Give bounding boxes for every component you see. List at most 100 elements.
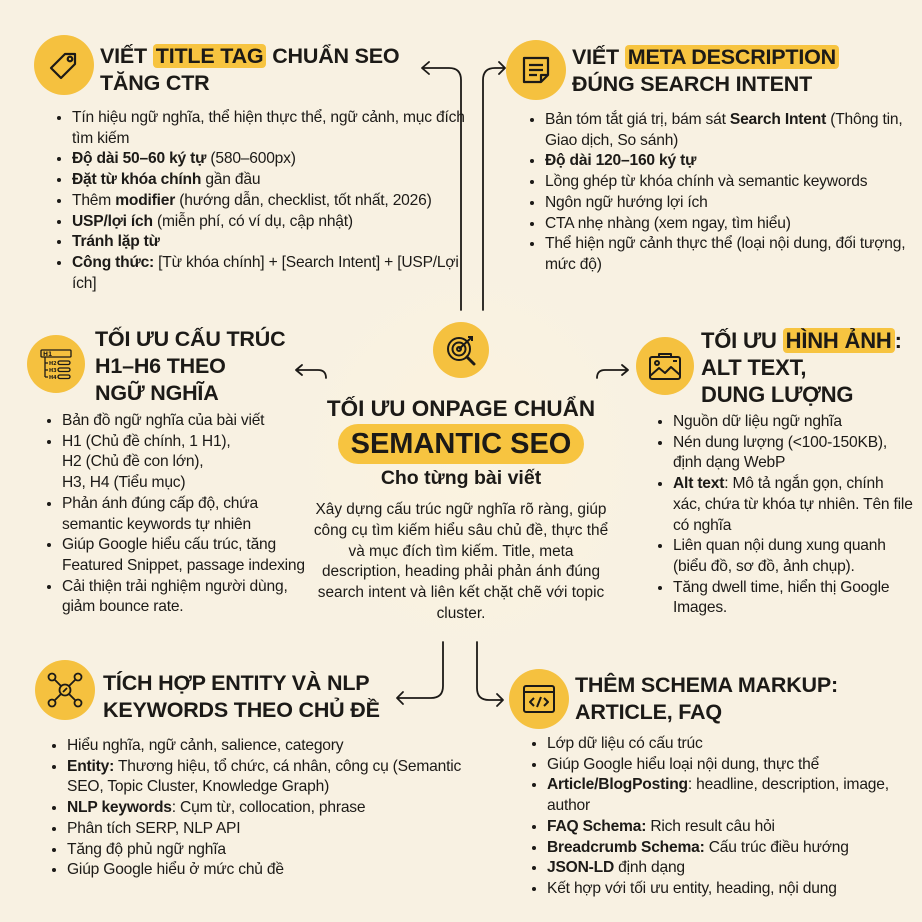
- bullet-text: Giúp Google hiểu loại nội dung, thực thể: [547, 755, 820, 773]
- document-note-icon: [506, 40, 566, 100]
- bullet-item: Thể hiện ngữ cảnh thực thể (loại nội dun…: [545, 234, 922, 275]
- bullet-item: Bản đồ ngữ nghĩa của bài viết: [62, 411, 322, 432]
- bullet-text: : Mô tả ngắn gọn, chính xác, chứa từ khó…: [673, 475, 913, 534]
- headings-heading: TỐI ƯU CẤU TRÚC H1–H6 THEO NGỮ NGHĨA: [95, 327, 286, 405]
- bullet-bold-text: Breadcrumb Schema:: [547, 838, 705, 856]
- bullet-text: Tăng độ phủ ngữ nghĩa: [67, 840, 226, 858]
- bullet-item: Ngôn ngữ hướng lợi ích: [545, 193, 922, 214]
- bullet-text: : headline, description, image, author: [547, 776, 889, 815]
- bullet-text: Lồng ghép từ khóa chính và semantic keyw…: [545, 173, 868, 191]
- bullet-item: Tín hiệu ngữ nghĩa, thể hiện thực thể, n…: [72, 108, 482, 149]
- bullet-item: Cải thiện trải nghiệm người dùng, giảm b…: [62, 577, 322, 618]
- svg-text:H4: H4: [49, 375, 57, 381]
- bullet-bold-text: Công thức:: [72, 253, 155, 271]
- bullet-text: CTA nhẹ nhàng (xem ngay, tìm hiểu): [545, 214, 791, 232]
- svg-text:H1: H1: [43, 351, 52, 358]
- bullet-text: Cấu trúc điều hướng: [704, 838, 849, 856]
- bullet-item: Article/BlogPosting: headline, descripti…: [547, 775, 922, 816]
- bullet-item: Kết hợp với tối ưu entity, heading, nội …: [547, 879, 922, 900]
- bullet-text: Giúp Google hiểu ở mức chủ đề: [67, 861, 284, 879]
- images-heading: TỐI ƯU HÌNH ẢNH: ALT TEXT, DUNG LƯỢNG: [701, 328, 902, 407]
- bullet-item: Nén dung lượng (<100-150KB), định dạng W…: [673, 433, 913, 474]
- main-subtitle: Cho từng bài viết: [380, 467, 542, 489]
- arrow-to-entity: [396, 641, 444, 705]
- schema-bullets: Lớp dữ liệu có cấu trúcGiúp Google hiểu …: [525, 734, 922, 900]
- bullet-bold-text: NLP keywords: [67, 799, 172, 817]
- images-bullets: Nguồn dữ liệu ngữ nghĩaNén dung lượng (<…: [651, 412, 913, 619]
- bullet-text: Thể hiện ngữ cảnh thực thể (loại nội dun…: [545, 235, 906, 273]
- bullet-item: Hiểu nghĩa, ngữ cảnh, salience, category: [67, 736, 487, 757]
- price-tag-icon: [34, 35, 94, 95]
- arrow-to-meta-description: [482, 61, 506, 311]
- bullet-item: Entity: Thương hiệu, tổ chức, cá nhân, c…: [67, 757, 487, 798]
- bullet-text: Kết hợp với tối ưu entity, heading, nội …: [547, 879, 837, 897]
- bullet-item: CTA nhẹ nhàng (xem ngay, tìm hiểu): [545, 214, 922, 235]
- bullet-text: định dạng: [614, 859, 685, 877]
- bullet-item: Độ dài 50–60 ký tự (580–600px): [72, 149, 482, 170]
- bullet-item: Công thức: [Từ khóa chính] + [Search Int…: [72, 253, 482, 294]
- meta-description-heading: VIẾT META DESCRIPTION ĐÚNG SEARCH INTENT: [572, 44, 839, 98]
- bullet-bold-text: Đặt từ khóa chính: [72, 171, 202, 189]
- bullet-item: Breadcrumb Schema: Cấu trúc điều hướng: [547, 838, 922, 859]
- bullet-text: Liên quan nội dung xung quanh (biểu đồ, …: [673, 537, 886, 575]
- bullet-bold-text: Entity:: [67, 757, 115, 775]
- main-title: TỐI ƯU ONPAGE CHUẨN: [326, 396, 596, 421]
- bullet-item: Độ dài 120–160 ký tự: [545, 151, 922, 172]
- svg-text:H2: H2: [49, 361, 57, 367]
- bullet-text: H1 (Chủ đề chính, 1 H1), H2 (Chủ đề con …: [62, 432, 231, 492]
- bullet-bold-text: USP/lợi ích: [72, 212, 153, 230]
- bullet-bold-text: JSON-LD: [547, 859, 615, 877]
- bullet-bold-text: Article/BlogPosting: [547, 776, 688, 794]
- svg-text:H3: H3: [49, 368, 57, 374]
- bullet-text: Phản ánh đúng cấp độ, chứa semantic keyw…: [62, 494, 258, 533]
- bullet-item: Alt text: Mô tả ngắn gọn, chính xác, chứ…: [673, 474, 913, 536]
- bullet-bold-text: Độ dài 50–60 ký tự: [72, 150, 207, 168]
- image-picture-icon: [636, 337, 694, 395]
- meta-description-bullets: Bản tóm tắt giá trị, bám sát Search Inte…: [523, 110, 922, 276]
- arrow-to-images: [596, 364, 629, 379]
- bullet-text: Hiểu nghĩa, ngữ cảnh, salience, category: [67, 737, 344, 754]
- bullet-text: (Thông tin, Giao dịch, So sánh): [545, 111, 903, 149]
- entity-bullets: Hiểu nghĩa, ngữ cảnh, salience, category…: [45, 736, 487, 881]
- arrow-to-schema: [476, 641, 504, 707]
- bullet-item: Thêm modifier (hướng dẫn, checklist, tốt…: [72, 191, 482, 212]
- bullet-text: Tín hiệu ngữ nghĩa, thể hiện thực thể, n…: [72, 109, 465, 147]
- bullet-item: Tránh lặp từ: [72, 232, 482, 253]
- entity-network-icon: [35, 660, 95, 720]
- title-tag-bullets: Tín hiệu ngữ nghĩa, thể hiện thực thể, n…: [50, 108, 482, 294]
- bullet-text: Nguồn dữ liệu ngữ nghĩa: [673, 413, 842, 430]
- bullet-item: Lồng ghép từ khóa chính và semantic keyw…: [545, 172, 922, 193]
- bullet-bold-text: Alt text: [673, 475, 725, 493]
- bullet-bold-text: FAQ Schema:: [547, 817, 647, 835]
- bullet-text: Lớp dữ liệu có cấu trúc: [547, 735, 703, 752]
- bullet-item: FAQ Schema: Rich result câu hỏi: [547, 817, 922, 838]
- bullet-item: USP/lợi ích (miễn phí, có ví dụ, cập nhậ…: [72, 212, 482, 233]
- bullet-text: Nén dung lượng (<100-150KB), định dạng W…: [673, 433, 888, 472]
- bullet-text: Cải thiện trải nghiệm người dùng, giảm b…: [62, 577, 288, 616]
- bullet-item: Đặt từ khóa chính gần đầu: [72, 170, 482, 191]
- arrow-to-headings: [295, 364, 327, 379]
- bullet-text: Ngôn ngữ hướng lợi ích: [545, 193, 708, 211]
- bullet-text: Phân tích SERP, NLP API: [67, 819, 241, 837]
- bullet-text: Bản đồ ngữ nghĩa của bài viết: [62, 412, 265, 429]
- bullet-text: gần đầu: [201, 171, 261, 189]
- bullet-item: Tăng độ phủ ngữ nghĩa: [67, 840, 487, 861]
- bullet-item: Giúp Google hiểu loại nội dung, thực thể: [547, 755, 922, 776]
- bullet-item: Nguồn dữ liệu ngữ nghĩa: [673, 412, 913, 433]
- code-window-icon: [509, 669, 569, 729]
- target-magnifier-icon: [433, 322, 489, 378]
- headings-bullets: Bản đồ ngữ nghĩa của bài viết H1 (Chủ đề …: [40, 411, 322, 618]
- bullet-item: Giúp Google hiểu cấu trúc, tăng Featured…: [62, 535, 322, 576]
- entity-heading: TÍCH HỢP ENTITY VÀ NLP KEYWORDS THEO CHỦ…: [103, 671, 380, 722]
- bullet-text: : Cụm từ, collocation, phrase: [171, 799, 366, 817]
- bullet-text: Thương hiệu, tổ chức, cá nhân, công cụ (…: [67, 757, 462, 796]
- arrow-to-title-tag: [421, 61, 462, 311]
- bullet-item: Liên quan nội dung xung quanh (biểu đồ, …: [673, 536, 913, 577]
- bullet-item: Phân tích SERP, NLP API: [67, 819, 487, 840]
- bullet-item: Lớp dữ liệu có cấu trúc: [547, 734, 922, 755]
- bullet-text: Bản tóm tắt giá trị, bám sát: [545, 111, 730, 128]
- bullet-item: Giúp Google hiểu ở mức chủ đề: [67, 860, 487, 881]
- title-tag-heading: VIẾT TITLE TAG CHUẨN SEO TĂNG CTR: [100, 44, 400, 95]
- bullet-text: (hướng dẫn, checklist, tốt nhất, 2026): [175, 191, 432, 209]
- main-description: Xây dựng cấu trúc ngữ nghĩa rõ ràng, giú…: [313, 501, 609, 622]
